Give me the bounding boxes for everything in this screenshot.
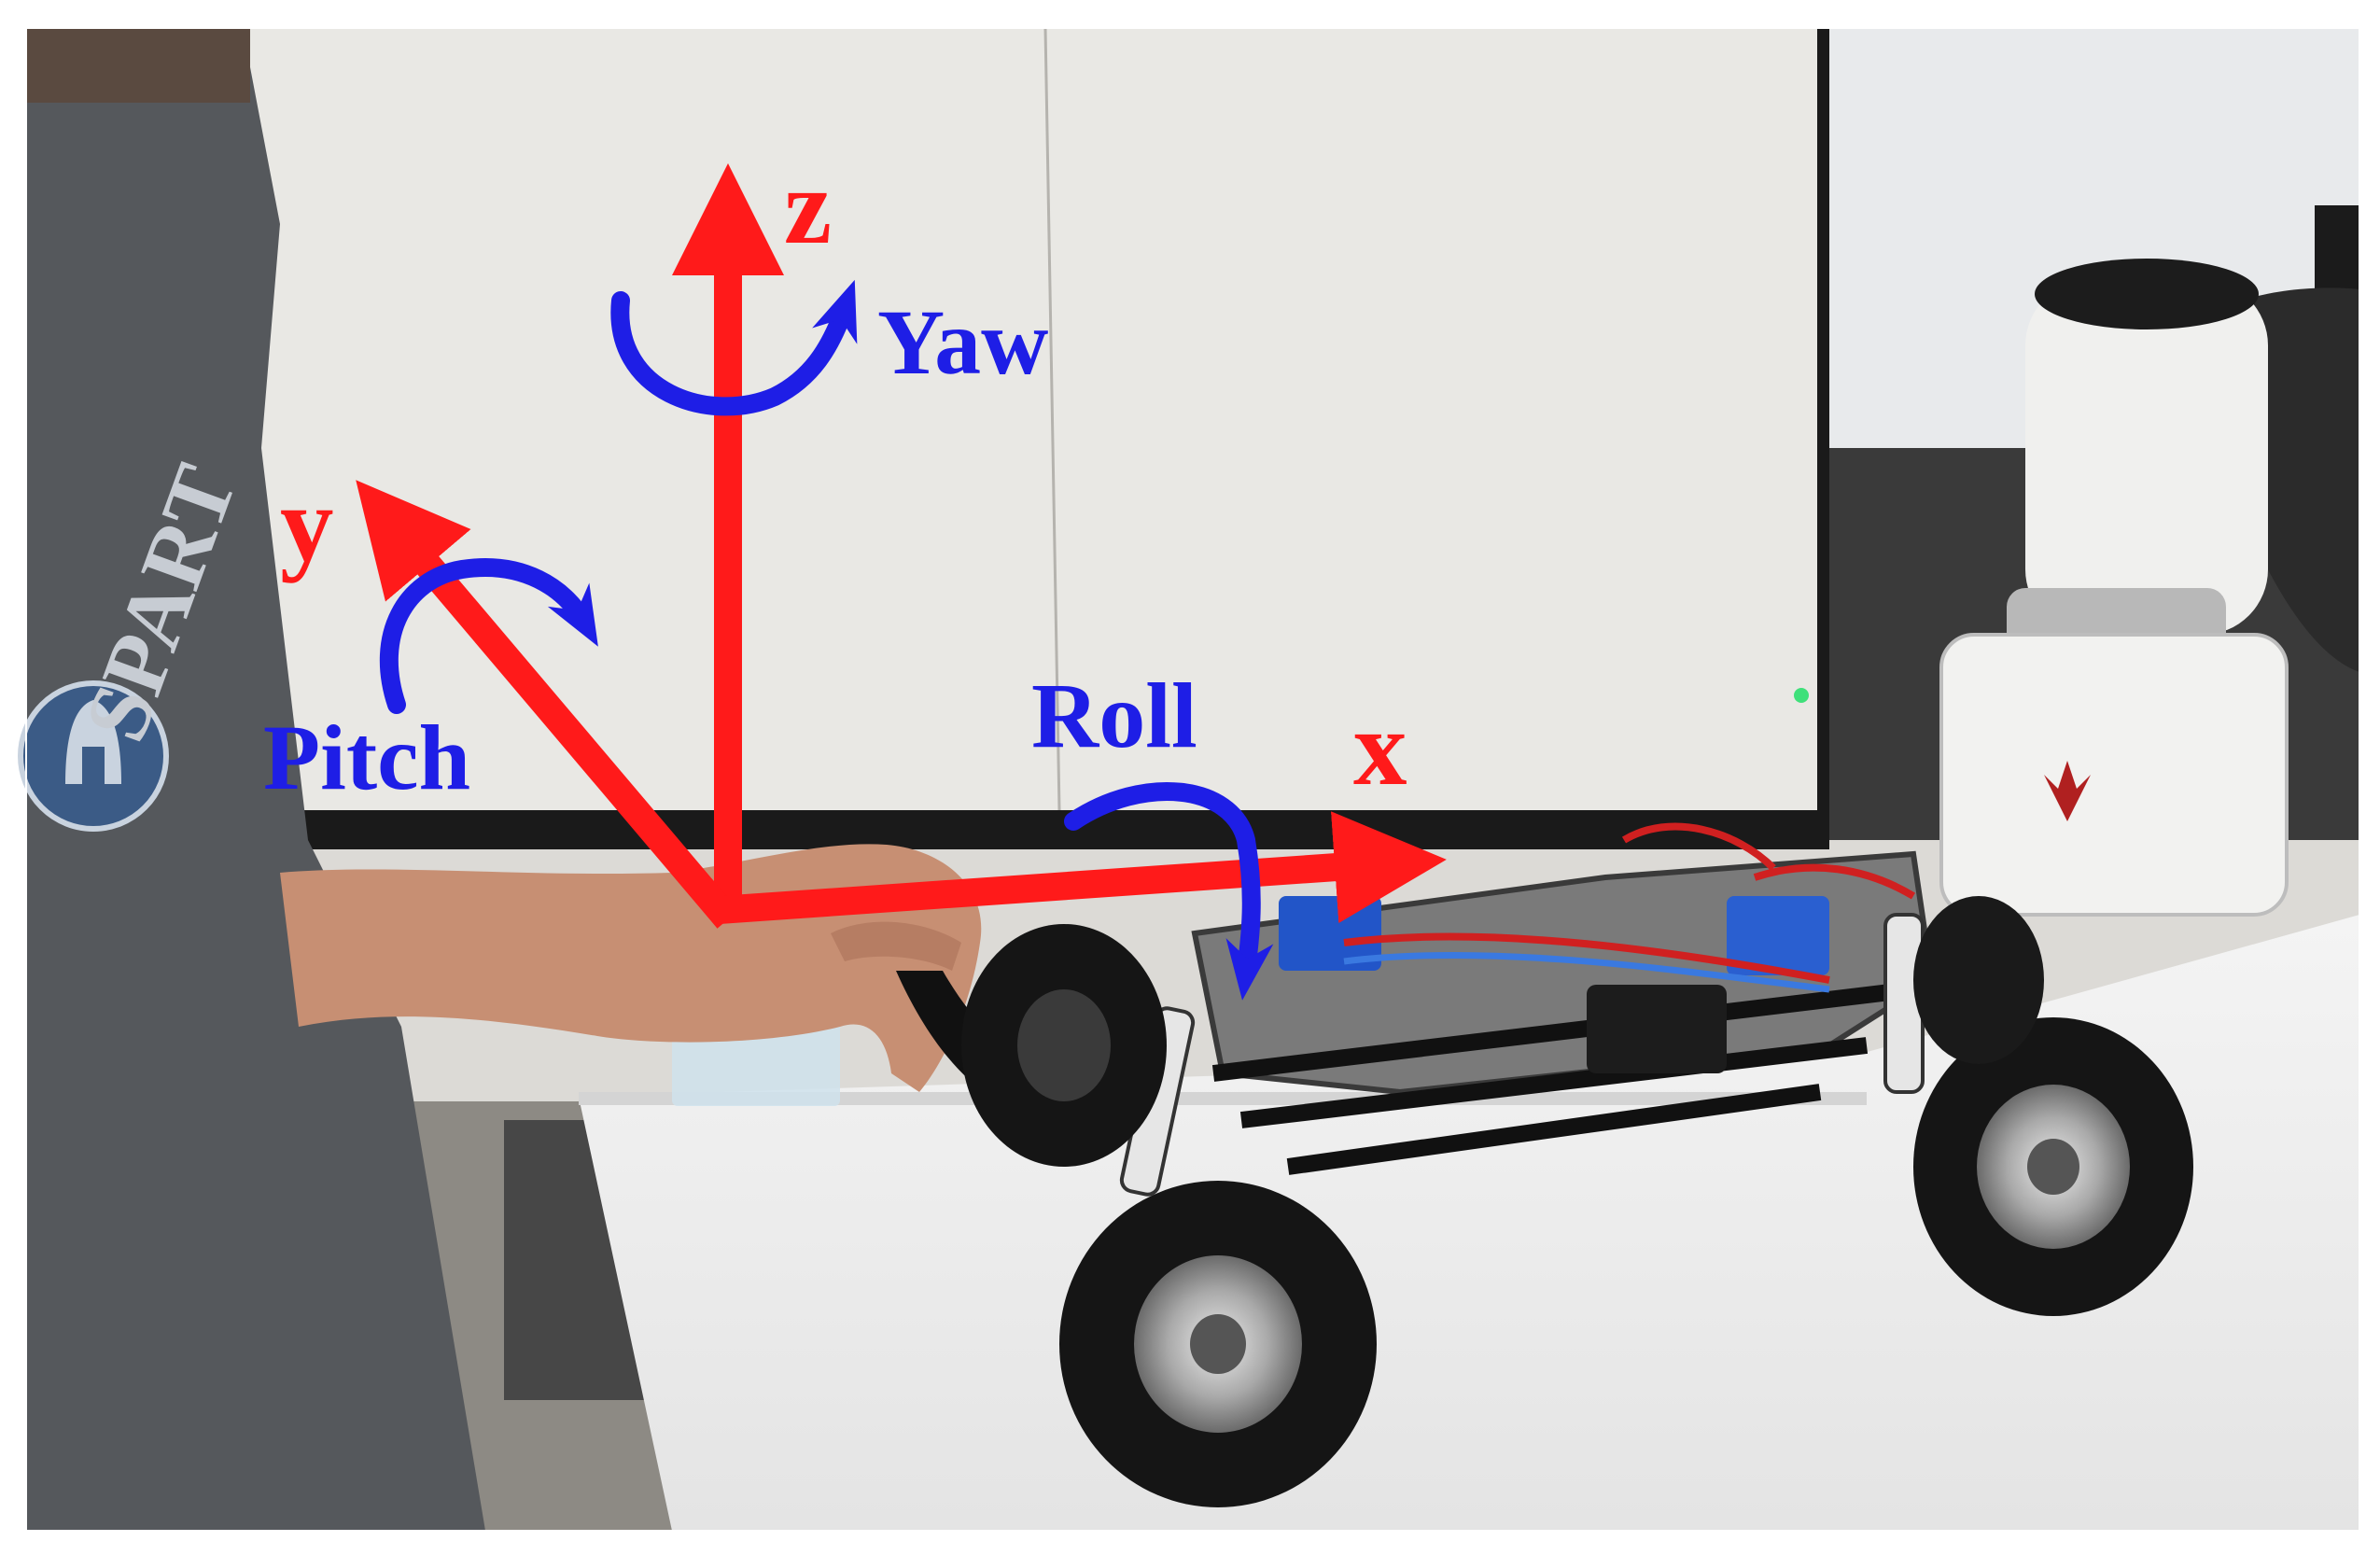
roll-rotation-arrow [1064, 781, 1274, 1001]
car-rear-right-wheel [1913, 1017, 2193, 1316]
car-rear-left-wheel [1913, 896, 2044, 1064]
gripper-logo [2044, 761, 2091, 821]
monitor-power-light [1794, 688, 1809, 703]
photo-border [25, 27, 2360, 1532]
robot-arm-upper [2025, 280, 2268, 635]
car-front-right-wheel [1059, 1181, 1377, 1507]
shirt-logo-helmet [65, 700, 121, 784]
roll-label: Roll [1031, 664, 1197, 767]
pitch-label: Pitch [263, 706, 470, 809]
y-axis-arrow [356, 480, 739, 929]
monitor-seam [1043, 27, 1061, 811]
yaw-label: Yaw [877, 290, 1048, 394]
car-blue-wire [1343, 951, 1830, 993]
z-axis-label: z [784, 147, 832, 266]
person-shirt [26, 28, 485, 1531]
car-motor [1587, 985, 1727, 1073]
robot-gripper [1939, 633, 2289, 917]
yaw-rotation-arrow [610, 279, 858, 416]
person-head-edge [26, 28, 250, 103]
robot-arm-top-cap [2035, 259, 2259, 329]
car-front-left-wheel [961, 924, 1167, 1167]
car-frame-rails [1211, 981, 1915, 1175]
shirt-logo [18, 680, 169, 832]
monitor-screen [77, 28, 1817, 810]
car-wires [1343, 822, 1916, 984]
pitch-rotation-arrow [379, 558, 598, 714]
x-axis-arrow [717, 811, 1447, 924]
car-esc-blue [1727, 896, 1829, 975]
x-axis-label: x [1353, 689, 1407, 807]
y-axis-label: y [280, 465, 334, 583]
table-edge [579, 1092, 1867, 1105]
person-fingers [831, 921, 961, 971]
